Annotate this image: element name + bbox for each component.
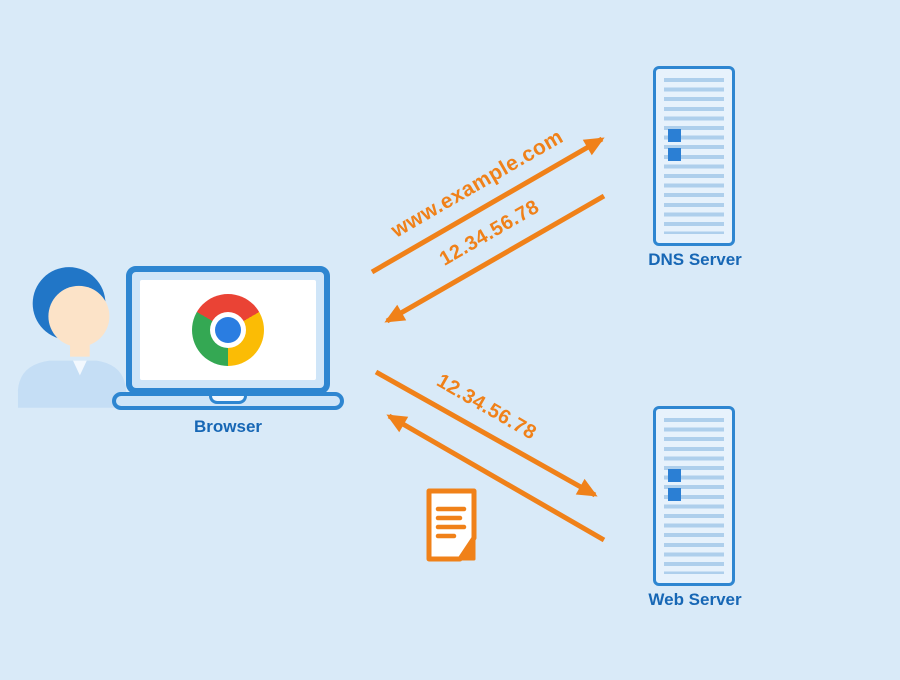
chrome-logo-icon — [192, 294, 264, 366]
chrome-logo-core — [215, 317, 241, 343]
server-led — [668, 129, 681, 142]
web-server-label: Web Server — [648, 590, 742, 609]
dns-server-icon — [653, 66, 735, 246]
arrow-browser-to-dns-icon — [370, 136, 605, 275]
document-fold — [458, 536, 476, 561]
laptop-display — [140, 280, 316, 380]
server-led — [668, 469, 681, 482]
arrow-web-to-browser-icon — [386, 413, 606, 543]
user-face — [48, 285, 110, 347]
document-text-lines — [435, 506, 467, 539]
arrow-dns-to-browser-icon — [384, 193, 606, 324]
user-icon — [17, 267, 127, 408]
document-icon — [426, 488, 477, 562]
dns-server-label: DNS Server — [648, 250, 742, 269]
server-led — [668, 488, 681, 501]
web-server-icon — [653, 406, 735, 586]
laptop-base — [112, 392, 344, 410]
browser-label: Browser — [193, 417, 263, 436]
chrome-logo-ring — [210, 312, 246, 348]
arrow-browser-to-web-icon — [374, 369, 598, 498]
laptop-screen — [126, 266, 330, 394]
laptop-base-notch — [209, 396, 247, 404]
server-led — [668, 148, 681, 161]
laptop-icon — [112, 266, 344, 412]
user-neck — [70, 336, 90, 357]
user-collar — [73, 360, 87, 376]
user-body — [17, 360, 127, 408]
